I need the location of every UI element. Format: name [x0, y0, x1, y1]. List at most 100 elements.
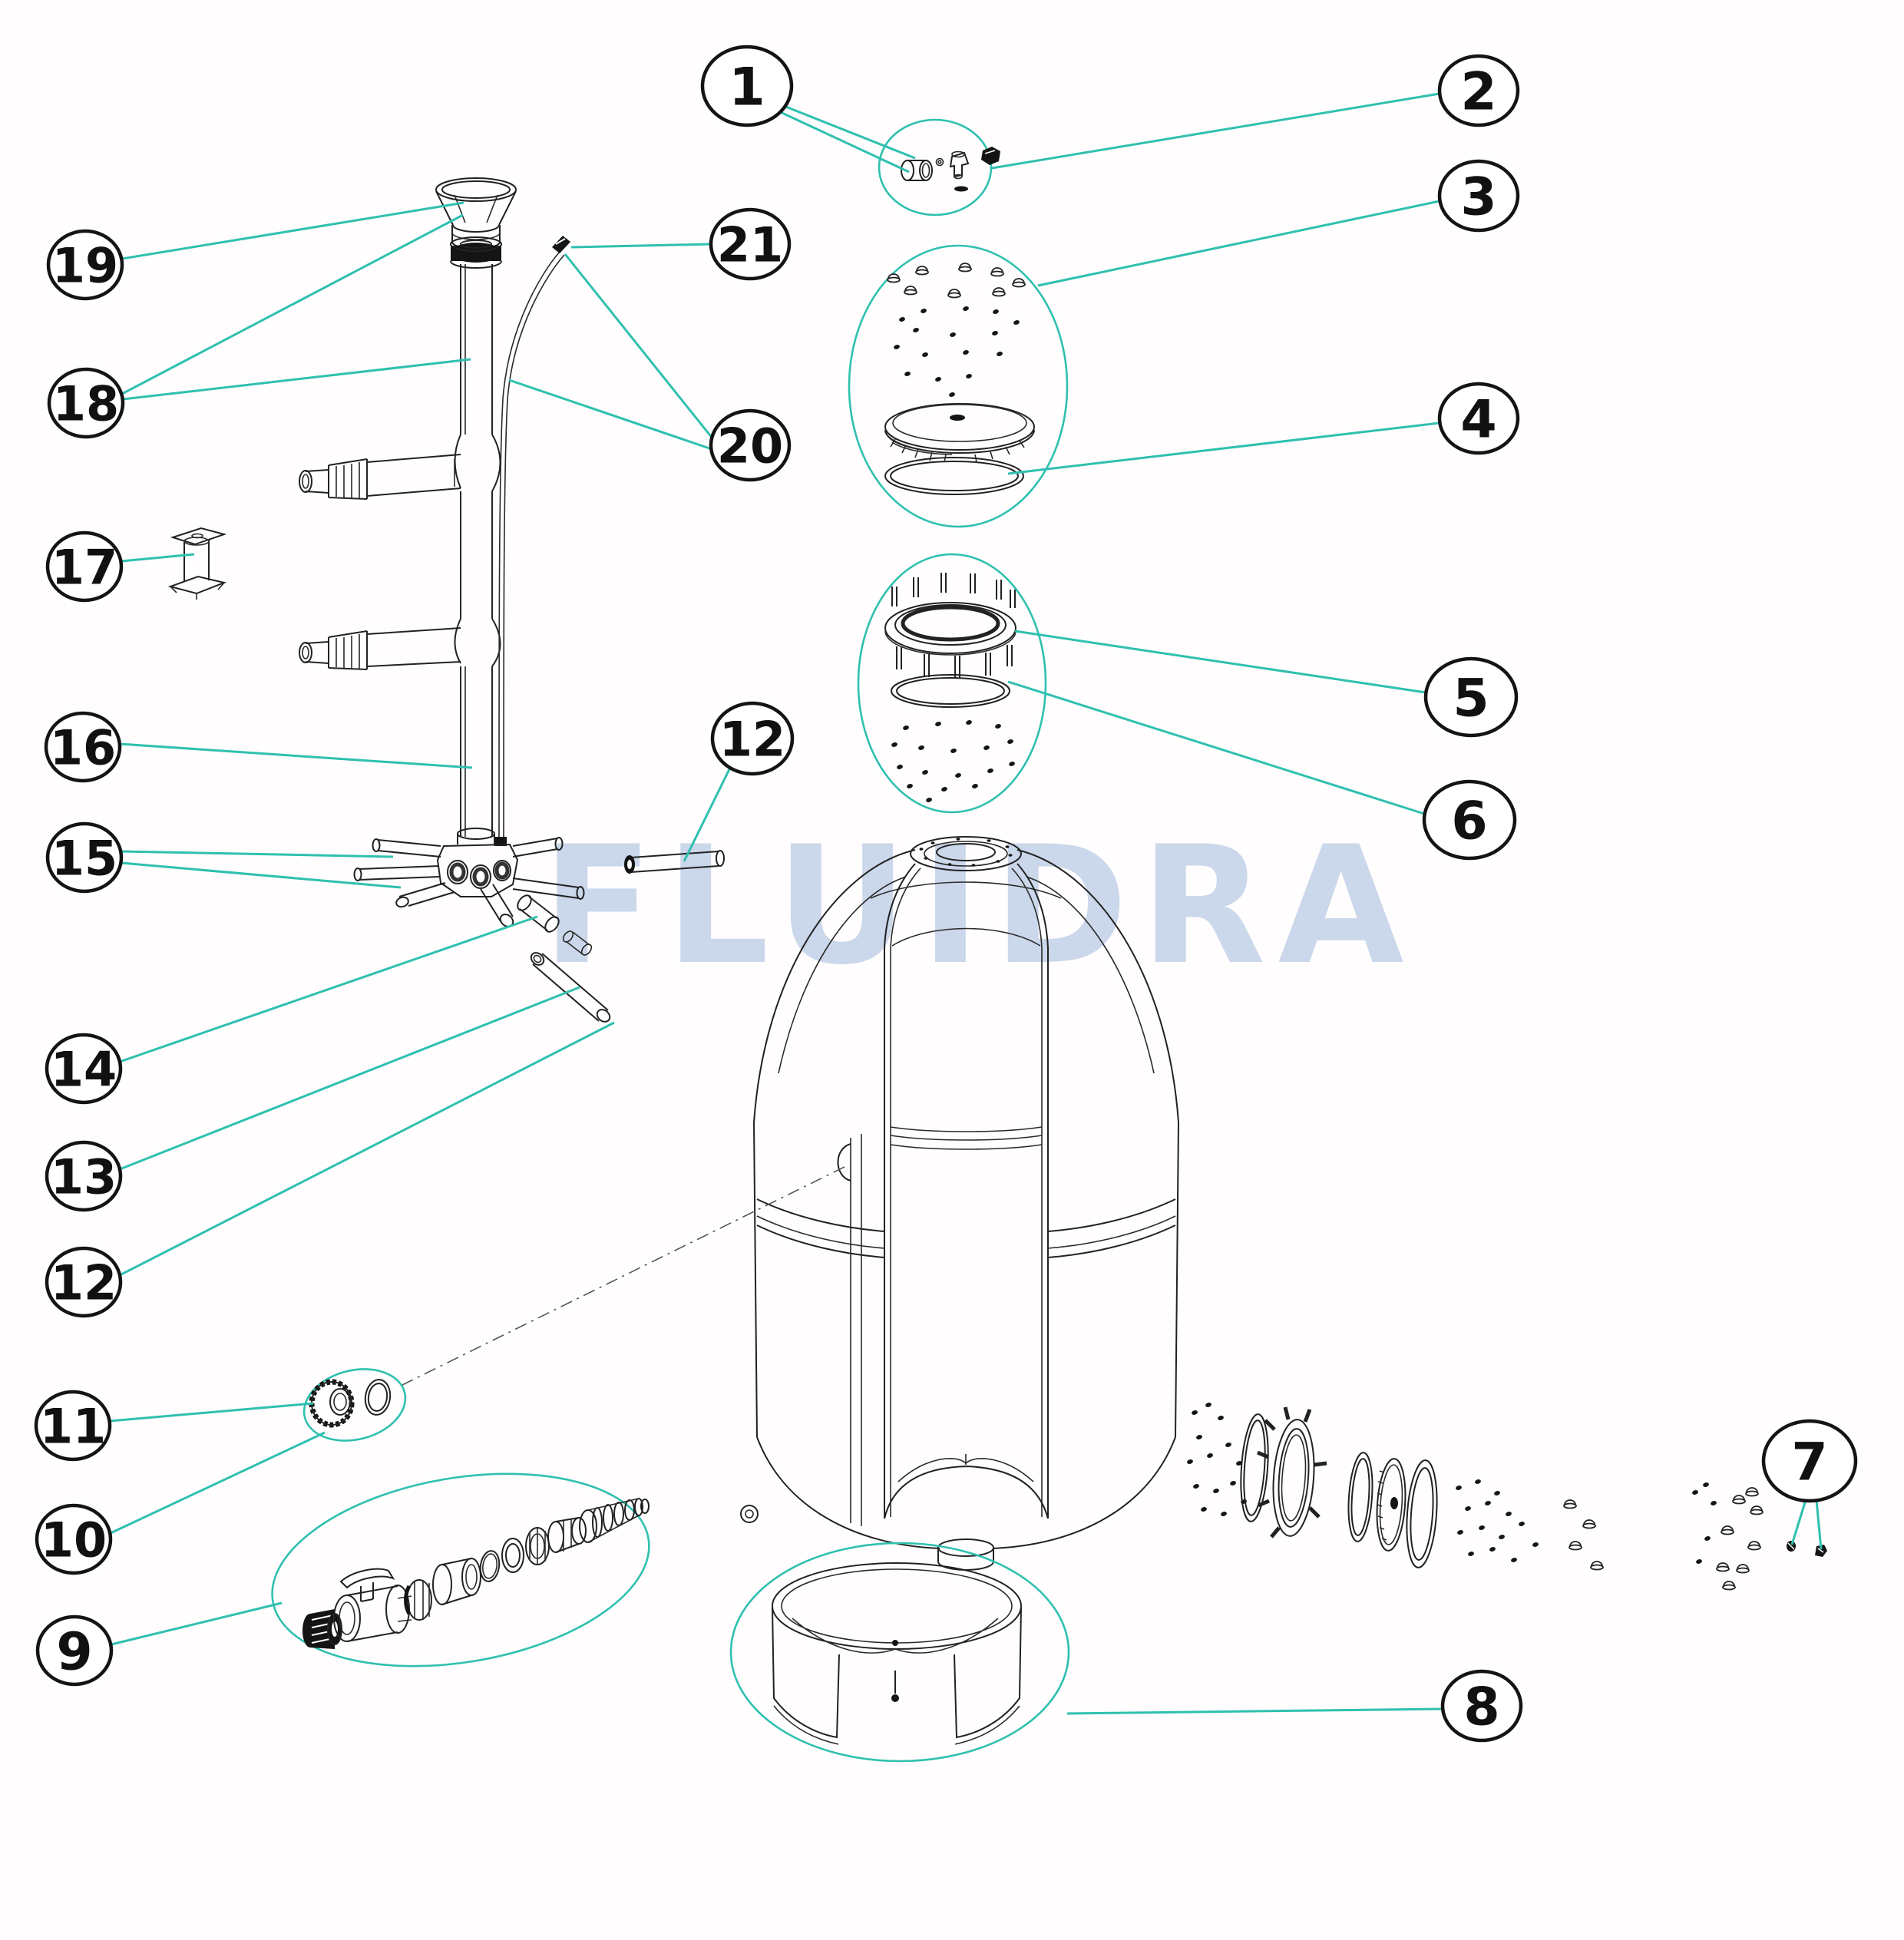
sight-glass-parts [1187, 1403, 1827, 1591]
flange-bolt-dot [956, 838, 960, 841]
screw-nut-dot [1489, 1547, 1496, 1552]
screw-nut-dot [913, 328, 919, 332]
sight-glass-fasteners-field [1456, 1479, 1764, 1591]
screw-nut-dot [1013, 320, 1020, 325]
screw-nut-dot [1692, 1490, 1698, 1495]
fluidra-watermark: FLUIDRA [542, 811, 1416, 1000]
screw-nut-dot [1230, 1481, 1236, 1486]
balloon-c4 [1437, 382, 1520, 455]
balloon-label-c1: 1 [729, 57, 765, 117]
balloon-label-c21: 21 [717, 216, 783, 273]
balloon-label-c16: 16 [50, 719, 116, 775]
centerline-dashed [402, 1166, 845, 1386]
leader-c14 [119, 915, 538, 1063]
hose-adapter-threaded [302, 1609, 342, 1649]
screw-nut-dot [963, 350, 969, 355]
balloon-c6 [1422, 779, 1517, 861]
screw-cap-base [887, 276, 901, 283]
screw-nut-dot [926, 798, 932, 802]
tank-lid [884, 403, 1035, 463]
side-arm-upper [299, 434, 501, 500]
screw-nut-dot [949, 392, 955, 397]
screw-nut-dot [1468, 1552, 1474, 1556]
leader-c4 [1007, 421, 1440, 475]
balloon-c13 [45, 1140, 123, 1212]
leader-c1 [779, 103, 916, 160]
lateral-hub [436, 828, 519, 897]
flange-bolt-dot [924, 857, 928, 860]
leader-c17 [121, 553, 195, 563]
flange-bolt-dot [996, 860, 1000, 863]
screw-nut-dot [1494, 1491, 1500, 1495]
balloon-c15 [45, 821, 124, 894]
balloon-label-c12b: 12 [719, 711, 785, 767]
screw-nut-dot [1213, 1489, 1219, 1493]
screw-nut-dot [1506, 1512, 1512, 1516]
balloon-c7 [1761, 1419, 1858, 1503]
leader-c19 [121, 201, 464, 260]
screw-nut-dot [1187, 1459, 1193, 1464]
balloon-label-c6: 6 [1451, 791, 1487, 851]
screw-nut-dot [966, 374, 972, 378]
flange-bolt-dot [919, 848, 924, 851]
screw-cap-base [1582, 1522, 1596, 1529]
screw-cap-base [1722, 1584, 1736, 1591]
screw-nut-dot [1532, 1542, 1539, 1547]
screw-nut-dot [966, 720, 972, 725]
leader-c12b [683, 767, 732, 862]
top-diffuser-funnel [435, 177, 517, 250]
screw-nut-dot [904, 372, 911, 376]
screw-nut-dot [995, 724, 1001, 729]
lid-and-screws [848, 244, 1069, 528]
screw-nut-dot [1475, 1479, 1481, 1484]
balloon-c12 [45, 1246, 123, 1318]
balloon-c1 [700, 45, 794, 127]
screw-nut-dot [922, 352, 928, 357]
screw-cap-base [1568, 1544, 1582, 1551]
screw-nut-dot [950, 749, 957, 753]
lockring-nuts [891, 720, 1015, 802]
leader-c18 [121, 213, 464, 395]
screw-nut-dot [1479, 1525, 1485, 1530]
screw-nut-dot [997, 352, 1003, 356]
leader-c15 [121, 861, 402, 889]
screw-nut-dot [1221, 1512, 1227, 1516]
tank-neck-flange [910, 836, 1022, 871]
lid-screw-nuts [894, 306, 1020, 397]
standpipe-assembly [167, 177, 725, 1023]
screw-cap-base [958, 266, 972, 273]
leader-c1 [775, 108, 910, 174]
screw-nut-dot [1519, 1522, 1525, 1526]
screw-nut-dot [992, 331, 998, 335]
balloon-c12b [710, 701, 795, 776]
flange-bolt-dot [931, 841, 935, 844]
screw-nut-dot [1696, 1559, 1702, 1564]
flange-bolt-dot [987, 839, 991, 842]
screw-nut-dot [1711, 1501, 1717, 1505]
balloon-c18 [47, 367, 125, 439]
screw-nut-dot [1704, 1536, 1711, 1541]
balloon-c5 [1423, 656, 1519, 738]
screw-nut-dot [922, 770, 928, 775]
screw-cap-base [904, 289, 917, 296]
screw-nut-dot [1225, 1443, 1231, 1447]
balloon-c17 [45, 530, 124, 603]
screw-cap-base [1736, 1567, 1750, 1574]
balloon-label-c12: 12 [51, 1254, 117, 1310]
purge-valve-parts [878, 118, 1000, 216]
balloon-label-c14: 14 [51, 1041, 117, 1097]
union-o-ring [364, 1379, 392, 1416]
leader-c2 [991, 92, 1440, 170]
spare-lateral-upper [624, 850, 725, 874]
balloon-label-c9: 9 [56, 1621, 92, 1682]
sight-glass-lock-ring [1257, 1406, 1327, 1538]
balloon-label-c2: 2 [1460, 61, 1496, 122]
leader-c8 [1066, 1707, 1443, 1715]
screw-cap-base [947, 292, 961, 299]
valve-washer [501, 1538, 524, 1573]
screw-nut-dot [1007, 739, 1013, 744]
balloon-label-c5: 5 [1453, 668, 1489, 729]
screw-nut-dot [972, 784, 978, 788]
sight-glass-flange [1406, 1459, 1438, 1568]
